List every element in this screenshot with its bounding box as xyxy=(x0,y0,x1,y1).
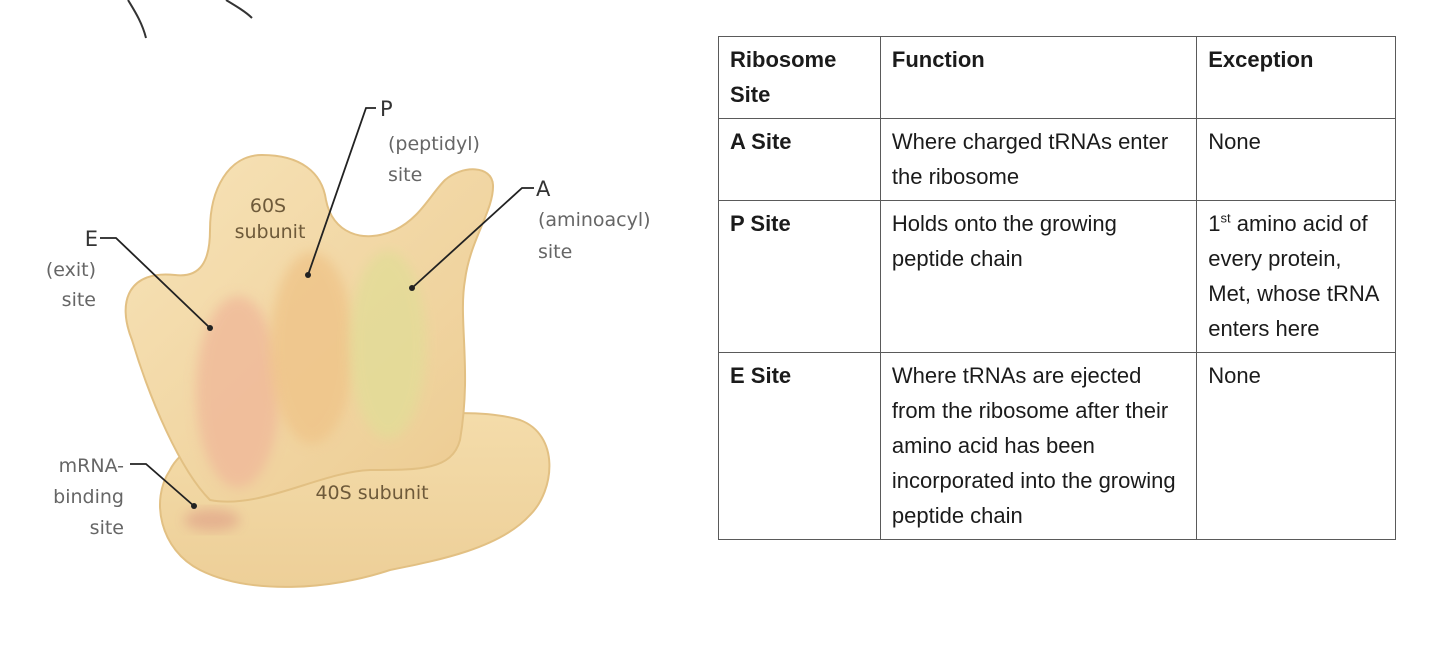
exception-text: amino acid of every protein, Met, whose … xyxy=(1208,211,1379,341)
e-leader-dot xyxy=(207,325,213,331)
row-e-site-exception: None xyxy=(1196,352,1396,540)
row-e-site-name: E Site xyxy=(718,352,881,540)
exception-ordinal: 1 xyxy=(1208,211,1221,236)
mrna-label-line3: site xyxy=(90,517,124,539)
ribosome-illustration: P (peptidyl) site A (aminoacyl) site E (… xyxy=(46,0,651,588)
row-p-site-function: Holds onto the growing peptide chain xyxy=(879,200,1198,353)
e-site-letter: E xyxy=(85,227,98,251)
p-site-letter: P xyxy=(380,97,393,121)
a-site-name: (aminoacyl) xyxy=(538,209,651,231)
a-leader-line xyxy=(411,187,534,289)
row-a-site-function: Where charged tRNAs enter the ribosome xyxy=(879,118,1198,201)
large-subunit-label-line1: 60S xyxy=(250,195,286,217)
row-a-site-name: A Site xyxy=(718,118,881,201)
a-site-word: site xyxy=(538,241,572,263)
table-row: A Site Where charged tRNAs enter the rib… xyxy=(718,118,1396,201)
large-subunit-label-line2: subunit xyxy=(235,221,306,243)
table-row: E Site Where tRNAs are ejected from the … xyxy=(718,352,1396,540)
p-site-word: site xyxy=(388,164,422,186)
a-leader-dot xyxy=(409,285,415,291)
a-site-region xyxy=(350,251,426,439)
row-e-site-function: Where tRNAs are ejected from the ribosom… xyxy=(879,352,1198,540)
mrna-leader-line xyxy=(130,463,195,507)
mrna-leader-dot xyxy=(191,503,197,509)
e-leader-line xyxy=(100,237,211,329)
header-ribosome-site: Ribosome Site xyxy=(718,36,881,119)
e-site-region xyxy=(196,296,280,488)
e-site-word: site xyxy=(62,289,96,311)
mrna-label-line1: mRNA- xyxy=(59,455,124,477)
ribosome-site-table: Ribosome Site Function Exception A Site … xyxy=(718,36,1396,540)
row-p-site-name: P Site xyxy=(718,200,881,353)
a-site-letter: A xyxy=(536,177,551,201)
mrna-binding-region xyxy=(184,509,240,531)
p-leader-dot xyxy=(305,272,311,278)
pen-stroke-right xyxy=(225,0,253,19)
table-header-row: Ribosome Site Function Exception xyxy=(718,36,1396,119)
small-subunit-label: 40S subunit xyxy=(315,482,428,504)
p-leader-line xyxy=(307,107,376,276)
e-site-name: (exit) xyxy=(46,259,96,281)
pen-stroke-left xyxy=(127,0,147,39)
table-row: P Site Holds onto the growing peptide ch… xyxy=(718,200,1396,353)
exception-ordinal-suffix: st xyxy=(1220,210,1231,226)
row-p-site-exception: 1st amino acid of every protein, Met, wh… xyxy=(1196,200,1396,353)
header-exception: Exception xyxy=(1196,36,1396,119)
mrna-label-line2: binding xyxy=(53,486,124,508)
p-site-region xyxy=(270,252,354,444)
ribosome-diagram: P (peptidyl) site A (aminoacyl) site E (… xyxy=(0,0,700,650)
p-site-name: (peptidyl) xyxy=(388,133,480,155)
header-function: Function xyxy=(879,36,1198,119)
row-a-site-exception: None xyxy=(1196,118,1396,201)
